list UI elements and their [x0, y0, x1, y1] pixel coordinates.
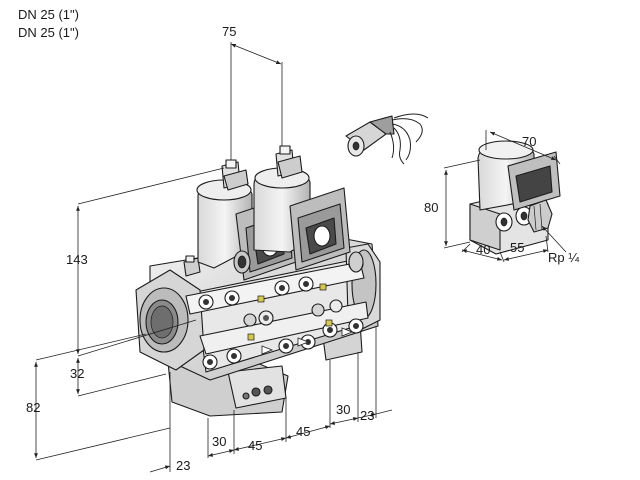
- dim-30-right: 30: [336, 402, 350, 417]
- dim-23-right: 23: [360, 408, 374, 423]
- dimension-labels: 75 143 32 82 23 30 45 45 30 23 70 80 40 …: [26, 24, 579, 473]
- dim-45-a: 45: [248, 438, 262, 453]
- dim-82: 82: [26, 400, 40, 415]
- dim-55: 55: [510, 240, 524, 255]
- dim-45-b: 45: [296, 424, 310, 439]
- main-valve: [135, 145, 381, 417]
- solenoid-coil-right: [253, 145, 364, 273]
- model-label-1: DN 25 (1"): [18, 7, 79, 22]
- dim-75: 75: [222, 24, 236, 39]
- model-label-2: DN 25 (1"): [18, 25, 79, 40]
- dim-23-bottom: 23: [176, 458, 190, 473]
- thread-rp-quarter: Rp ¼: [548, 250, 579, 265]
- dim-70: 70: [522, 134, 536, 149]
- dim-40: 40: [476, 242, 490, 257]
- dimension-lines: [34, 42, 567, 473]
- dim-143: 143: [66, 252, 88, 267]
- dim-30-bottom: 30: [212, 434, 226, 449]
- dim-32: 32: [70, 366, 84, 381]
- dim-80: 80: [424, 200, 438, 215]
- cable-plug-detail: [345, 113, 429, 165]
